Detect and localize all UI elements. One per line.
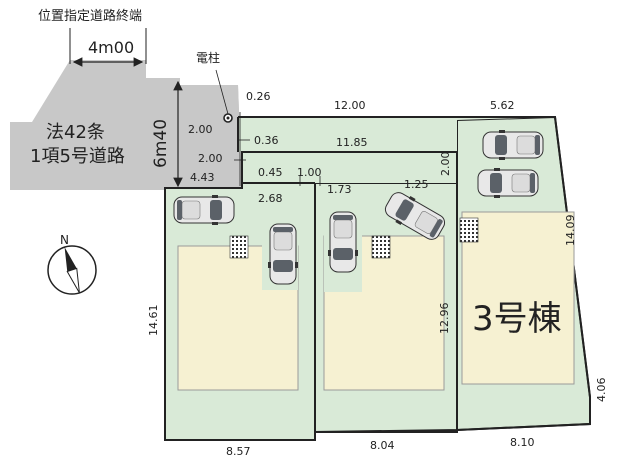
dim-11-85: 11.85 <box>336 136 368 149</box>
car-lot3-top <box>482 129 544 161</box>
pole-label: 電柱 <box>196 50 220 65</box>
dim-4-06: 4.06 <box>595 378 608 403</box>
dim-5-62: 5.62 <box>490 99 515 112</box>
entrance-grate-3 <box>459 217 479 243</box>
car-lot1-vertical <box>267 223 299 285</box>
dim-12-00: 12.00 <box>334 99 366 112</box>
road-end-label: 位置指定道路終端 <box>38 8 142 24</box>
house-3-label: 3号棟 <box>472 299 562 339</box>
car-lot3-bottom <box>477 167 539 199</box>
dim-2-00-a: 2.00 <box>188 123 213 136</box>
dim-2-00-c: 2.00 <box>439 152 452 177</box>
road-width-top: 4m00 <box>88 38 134 57</box>
dim-8-57: 8.57 <box>226 445 251 458</box>
road-legal-line1: 法42条 <box>46 122 105 143</box>
dim-1-73: 1.73 <box>327 183 352 196</box>
entrance-grate-2 <box>371 235 391 259</box>
house-3 <box>461 211 575 385</box>
dim-2-68: 2.68 <box>258 192 283 205</box>
dim-1-00: 1.00 <box>297 166 322 179</box>
road-area-left <box>10 60 242 190</box>
car-lot2-vertical <box>327 211 359 273</box>
road-legal-line2: 1項5号道路 <box>30 146 125 167</box>
north-compass-icon <box>47 245 97 295</box>
car-lot1-horizontal <box>173 194 235 226</box>
dim-0-26: 0.26 <box>246 90 271 103</box>
entrance-grate-1 <box>229 235 249 259</box>
dim-0-36: 0.36 <box>254 134 279 147</box>
dim-8-10: 8.10 <box>510 436 535 449</box>
dim-0-45: 0.45 <box>258 166 283 179</box>
dim-12-96: 12.96 <box>438 303 451 335</box>
compass-label: N <box>60 233 69 247</box>
dim-1-25: 1.25 <box>404 178 429 191</box>
boundary-top <box>164 116 591 441</box>
dim-2-00-b: 2.00 <box>198 152 223 165</box>
dim-14-61: 14.61 <box>147 305 160 337</box>
dim-8-04: 8.04 <box>370 439 395 452</box>
access-strip <box>238 117 555 183</box>
dim-14-09: 14.09 <box>564 215 577 247</box>
dim-4-43: 4.43 <box>190 171 215 184</box>
road-width-side: 6m40 <box>151 119 171 168</box>
